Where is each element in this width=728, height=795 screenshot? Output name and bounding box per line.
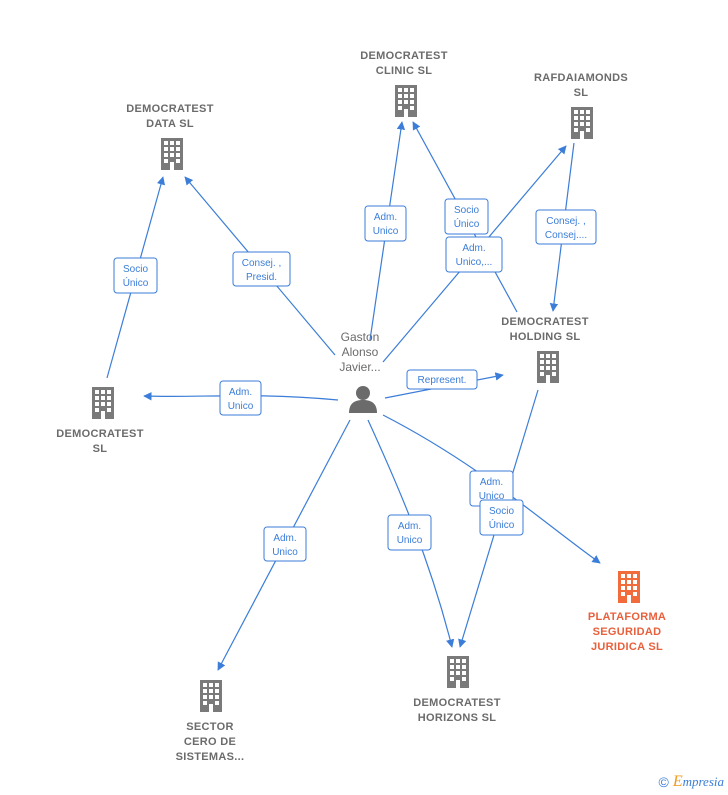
svg-text:HORIZONS SL: HORIZONS SL [418, 712, 496, 724]
svg-text:Consej....: Consej.... [545, 230, 587, 241]
svg-text:Gaston: Gaston [341, 330, 380, 344]
svg-text:Único: Único [454, 217, 480, 230]
svg-text:DEMOCRATEST: DEMOCRATEST [501, 316, 588, 328]
svg-text:SEGURIDAD: SEGURIDAD [593, 626, 662, 638]
svg-text:Consej. ,: Consej. , [546, 216, 585, 227]
svg-text:Javier...: Javier... [339, 360, 380, 374]
svg-text:Adm.: Adm. [229, 387, 252, 398]
company-node-democratest-clinic[interactable]: DEMOCRATEST CLINIC SL [360, 50, 447, 117]
svg-text:Unico: Unico [397, 535, 423, 546]
svg-text:DEMOCRATEST: DEMOCRATEST [126, 103, 213, 115]
svg-text:PLATAFORMA: PLATAFORMA [588, 611, 666, 623]
svg-text:Socio: Socio [123, 264, 148, 275]
svg-text:Alonso: Alonso [342, 345, 379, 359]
edge-label-e6[interactable]: Consej. , Consej.... [535, 209, 597, 245]
company-node-democratest-sl[interactable]: DEMOCRATEST SL [56, 387, 143, 455]
svg-text:SISTEMAS...: SISTEMAS... [176, 751, 245, 763]
building-icon [200, 680, 222, 712]
footer-brand: © Empresia [658, 773, 724, 791]
svg-text:Unico: Unico [272, 547, 298, 558]
company-node-democratest-data[interactable]: DEMOCRATEST DATA SL [126, 103, 213, 170]
building-icon [161, 138, 183, 170]
building-icon [537, 351, 559, 383]
edge-label-e11[interactable]: Adm. Unico [263, 526, 307, 562]
svg-text:Unico,...: Unico,... [456, 257, 493, 268]
svg-text:Represent.: Represent. [418, 375, 467, 386]
copyright-icon: © [658, 774, 669, 790]
edge-label-e3[interactable]: Adm. Unico [364, 205, 407, 242]
edge-label-e2[interactable]: Consej. , Presid. [232, 251, 291, 287]
svg-text:DATA SL: DATA SL [146, 118, 194, 130]
edge-label-e8[interactable]: Represent. [406, 369, 478, 390]
svg-text:DEMOCRATEST: DEMOCRATEST [413, 697, 500, 709]
svg-text:Único: Único [489, 518, 515, 531]
building-icon [395, 85, 417, 117]
svg-text:DEMOCRATEST: DEMOCRATEST [56, 428, 143, 440]
svg-text:Socio: Socio [454, 205, 479, 216]
building-icon [618, 571, 640, 603]
company-node-democratest-horizons[interactable]: DEMOCRATEST HORIZONS SL [413, 656, 500, 724]
edges [106, 121, 601, 671]
person-icon [349, 386, 377, 413]
person-node[interactable]: Gaston Alonso Javier... [339, 330, 381, 413]
svg-text:JURIDICA SL: JURIDICA SL [591, 641, 663, 653]
svg-text:Unico: Unico [228, 401, 254, 412]
svg-text:DEMOCRATEST: DEMOCRATEST [360, 50, 447, 62]
svg-text:CERO DE: CERO DE [184, 736, 236, 748]
svg-text:RAFDAIAMONDS: RAFDAIAMONDS [534, 72, 628, 84]
svg-text:Adm.: Adm. [374, 212, 397, 223]
svg-text:Presid.: Presid. [246, 272, 277, 283]
edge-label-e7[interactable]: Adm. Unico [219, 380, 262, 416]
building-icon [571, 107, 593, 139]
svg-text:Adm.: Adm. [462, 243, 485, 254]
svg-text:Consej. ,: Consej. , [242, 258, 281, 269]
company-node-sector-cero[interactable]: SECTOR CERO DE SISTEMAS... [176, 680, 245, 763]
svg-text:Socio: Socio [489, 506, 514, 517]
edge-label-e5[interactable]: Adm. Unico,... [445, 236, 503, 273]
svg-text:Unico: Unico [373, 226, 399, 237]
brand-logo[interactable]: Empresia [672, 773, 724, 790]
svg-text:HOLDING SL: HOLDING SL [510, 331, 581, 343]
svg-text:SL: SL [93, 443, 108, 455]
svg-text:SL: SL [574, 87, 589, 99]
company-node-rafdaiamonds[interactable]: RAFDAIAMONDS SL [534, 72, 628, 139]
company-node-democratest-holding[interactable]: DEMOCRATEST HOLDING SL [501, 316, 588, 383]
svg-text:Adm.: Adm. [398, 521, 421, 532]
svg-text:CLINIC SL: CLINIC SL [376, 65, 432, 77]
edge-label-e12[interactable]: Adm. Unico [387, 514, 432, 551]
svg-text:Adm.: Adm. [273, 533, 296, 544]
company-node-plataforma-seguridad[interactable]: PLATAFORMA SEGURIDAD JURIDICA SL [588, 571, 666, 653]
svg-text:SECTOR: SECTOR [186, 721, 233, 733]
svg-text:Unico: Unico [479, 491, 505, 502]
svg-text:Adm.: Adm. [480, 477, 503, 488]
svg-text:Único: Único [123, 276, 149, 289]
building-icon [92, 387, 114, 419]
building-icon [447, 656, 469, 688]
